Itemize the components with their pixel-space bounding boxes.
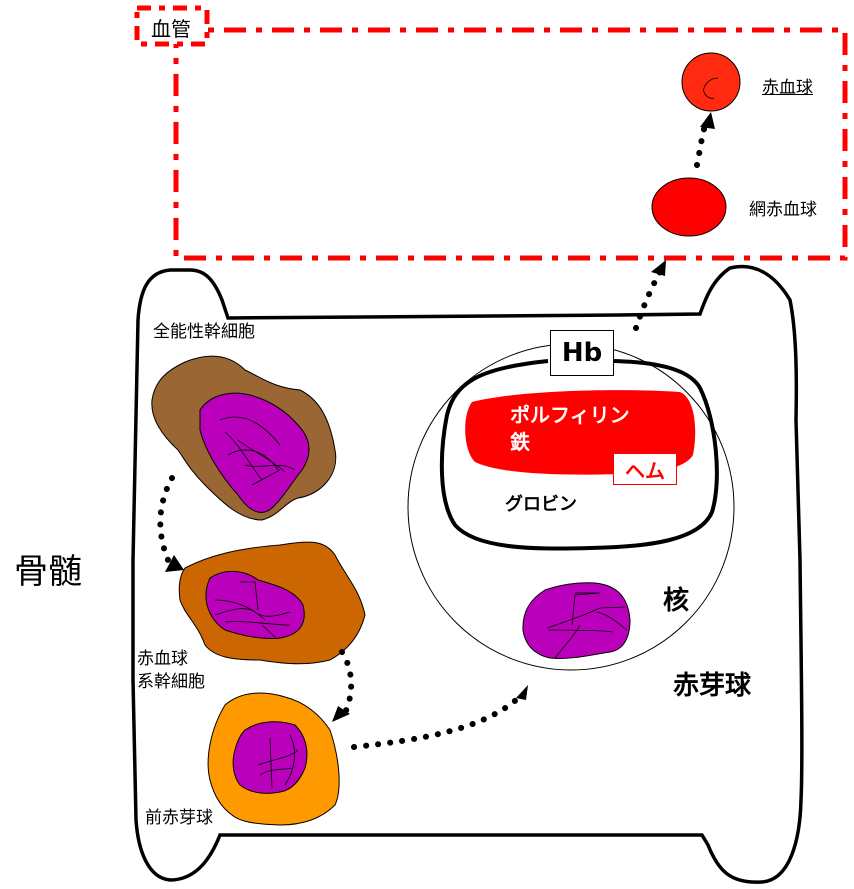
iron-label: 鉄 bbox=[510, 430, 530, 454]
nucleus-chromatin bbox=[214, 581, 291, 638]
erythrocyte-label: 赤血球 bbox=[762, 78, 813, 98]
erythrocyte-center bbox=[703, 77, 719, 99]
erythroblast-label: 赤芽球 bbox=[673, 671, 752, 701]
nucleus-chromatin bbox=[546, 592, 628, 659]
porphyrin-label: ポルフィリン bbox=[510, 403, 630, 427]
arrowheads bbox=[165, 112, 715, 722]
arrow-reticulocyte-to-erythrocyte bbox=[694, 119, 709, 168]
vessel-label: 血管 bbox=[151, 16, 191, 41]
erythroblast-nucleus bbox=[522, 582, 631, 659]
arrow-stem-to-erythroid bbox=[157, 475, 175, 563]
erythrocyte-shape bbox=[681, 52, 741, 112]
hemoglobin-outline bbox=[439, 359, 719, 551]
globin-label: グロビン bbox=[505, 494, 577, 515]
arrow-proerythroblast-to-erythroblast bbox=[351, 697, 519, 750]
arrowhead-icon bbox=[516, 685, 528, 700]
arrows bbox=[157, 119, 709, 750]
totipotent-stem-cell-label: 全能性幹細胞 bbox=[153, 322, 255, 342]
vessel-label-frame bbox=[134, 5, 210, 47]
vessel-frame bbox=[173, 27, 848, 261]
totipotent-stem-cell-nucleus bbox=[199, 392, 310, 513]
reticulocyte-label: 網赤血球 bbox=[749, 200, 817, 220]
arrowhead-icon bbox=[165, 555, 184, 572]
erythroid-stem-cell-label-line1: 赤血球 bbox=[137, 649, 188, 669]
proerythroblast-label: 前赤芽球 bbox=[145, 808, 213, 828]
reticulocyte-shape bbox=[651, 177, 727, 237]
arrowhead-icon bbox=[651, 260, 666, 276]
erythroid-stem-cell-label-line2: 系幹細胞 bbox=[137, 672, 205, 692]
heme-label: ヘム bbox=[613, 453, 677, 485]
nucleus-chromatin bbox=[257, 734, 299, 789]
hemoglobin-label: Hb bbox=[550, 330, 614, 376]
nucleus-label: 核 bbox=[663, 586, 690, 616]
arrowhead-icon bbox=[700, 112, 715, 129]
nucleus-chromatin bbox=[219, 416, 296, 486]
proerythroblast-nucleus bbox=[232, 721, 308, 794]
arrowhead-icon bbox=[332, 706, 350, 722]
bone-marrow-label: 骨髄 bbox=[14, 552, 82, 592]
